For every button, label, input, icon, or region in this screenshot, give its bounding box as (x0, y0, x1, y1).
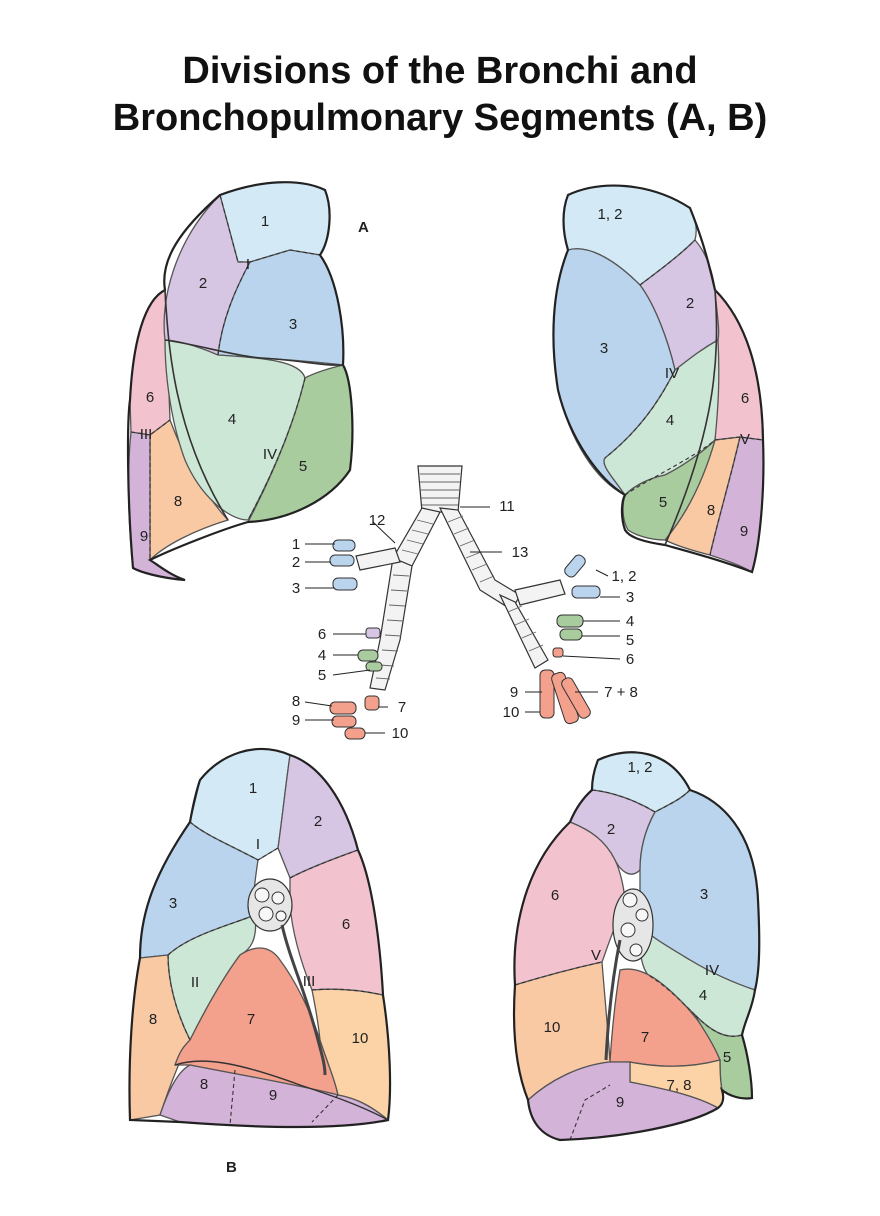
bronchial-tree: 1 2 3 6 4 5 8 9 7 10 12 11 13 1, 2 3 4 5… (292, 465, 638, 742)
left-upper-lobe-bronchus (514, 579, 566, 606)
label-br-r-3: 3 (292, 580, 300, 597)
label-br-r-7: 7 (398, 699, 406, 716)
label-br-l-12: 1, 2 (611, 568, 636, 585)
label-br-12: 12 (369, 512, 386, 529)
label-b-l-s10: 10 (544, 1019, 561, 1036)
label-a-l-s4: 4 (666, 412, 674, 429)
label-b-r-s8b: 8 (200, 1076, 208, 1093)
label-br-r-10: 10 (392, 725, 409, 742)
label-b-r-v2: II (191, 974, 199, 991)
left-lingular-segmental-bronchi (556, 614, 584, 641)
label-br-l-5: 5 (626, 632, 634, 649)
label-a-l-v4: IV (665, 365, 679, 382)
page-title: Divisions of the Bronchi and Bronchopulm… (0, 48, 880, 142)
right-middle-segmental-bronchi (357, 649, 383, 672)
label-b-l-s7: 7 (641, 1029, 649, 1046)
left-basal-segmental-bronchi (539, 669, 591, 725)
label-b-r-s3: 3 (169, 895, 177, 912)
label-a-l-s5: 5 (659, 494, 667, 511)
segment-5-inferior-lingular (622, 437, 717, 541)
label-b-l-s2: 2 (607, 821, 615, 838)
label-b-l-s6: 6 (551, 887, 559, 904)
label-br-r-1: 1 (292, 536, 300, 553)
title-line-2: Bronchopulmonary Segments (A, B) (112, 97, 768, 139)
right-upper-segmental-bronchi (329, 539, 358, 591)
label-a-r-s3: 3 (289, 316, 297, 333)
label-b-r-s7: 7 (247, 1011, 255, 1028)
label-a-l-s3: 3 (600, 340, 608, 357)
left-lower-lobe-bronchus (498, 593, 549, 669)
label-br-11: 11 (499, 498, 515, 515)
right-main-bronchus (392, 507, 441, 567)
panel-b-right-lung: 1 I 2 3 6 II III 8 7 10 8 9 (128, 747, 392, 1129)
label-br-r-2: 2 (292, 554, 300, 571)
label-br-r-8: 8 (292, 693, 300, 710)
label-br-r-4: 4 (318, 647, 326, 664)
panel-a-label: A (358, 219, 369, 236)
right-hilum (247, 878, 327, 1076)
label-br-l-4: 4 (626, 613, 634, 630)
label-b-l-s3: 3 (700, 886, 708, 903)
panel-a-right-lung: 1 I 2 3 6 III 4 IV 5 8 9 (126, 181, 354, 582)
segment-1-apical (219, 181, 331, 263)
panel-b-left-lung: 1, 2 2 6 3 V IV 4 10 7 5 7, 8 9 (512, 751, 761, 1142)
label-a-l-v5: V (740, 431, 750, 448)
label-a-l-s12: 1, 2 (597, 206, 622, 223)
label-br-l-10: 10 (503, 704, 520, 721)
label-b-l-s12: 1, 2 (627, 759, 652, 776)
label-b-r-s1: 1 (249, 780, 257, 797)
label-b-l-s5: 5 (723, 1049, 731, 1066)
label-a-r-v4: IV (263, 446, 277, 463)
label-b-r-s8: 8 (149, 1011, 157, 1028)
left-hilum (604, 888, 654, 1061)
label-br-l-9: 9 (510, 684, 518, 701)
left-upper-segmental-bronchi (564, 554, 601, 599)
label-b-r-v1: I (256, 836, 260, 853)
label-b-l-s78: 7, 8 (666, 1077, 691, 1094)
label-b-r-s6: 6 (342, 916, 350, 933)
label-b-r-s9: 9 (269, 1087, 277, 1104)
label-br-l-3: 3 (626, 589, 634, 606)
label-a-r-s2: 2 (199, 275, 207, 292)
label-br-l-6: 6 (626, 651, 634, 668)
label-a-r-s6: 6 (146, 389, 154, 406)
segment-6-superior (714, 288, 764, 441)
label-b-l-s9: 9 (616, 1094, 624, 1111)
label-b-r-s10: 10 (352, 1030, 369, 1047)
label-a-l-s8: 8 (707, 502, 715, 519)
label-br-l-78: 7 + 8 (604, 684, 638, 701)
title-line-1: Divisions of the Bronchi and (182, 50, 698, 92)
label-br-13: 13 (512, 544, 529, 561)
label-a-l-s9: 9 (740, 523, 748, 540)
label-a-r-s4: 4 (228, 411, 236, 428)
right-basal-segmental-bronchi (329, 695, 380, 740)
label-a-r-s5: 5 (299, 458, 307, 475)
left-bronchus-6 (552, 647, 564, 658)
label-a-l-s2: 2 (686, 295, 694, 312)
label-a-r-s8: 8 (174, 493, 182, 510)
label-b-l-s4: 4 (699, 987, 707, 1004)
left-main-bronchus (438, 507, 521, 611)
label-br-r-9: 9 (292, 712, 300, 729)
label-b-l-v4: IV (705, 962, 719, 979)
right-bronchus-6 (365, 627, 381, 639)
label-b-r-v3: III (303, 973, 316, 990)
label-a-r-v3: III (140, 426, 153, 443)
label-br-r-5: 5 (318, 667, 326, 684)
right-upper-lobe-bronchus (355, 547, 401, 571)
panel-b-label: B (226, 1159, 237, 1176)
label-b-l-v5: V (591, 947, 601, 964)
label-b-r-s2: 2 (314, 813, 322, 830)
label-a-r-s1: 1 (261, 213, 269, 230)
panel-a-left-lung: 1, 2 2 3 IV 4 6 V 5 8 9 (552, 184, 765, 574)
label-a-r-s9: 9 (140, 528, 148, 545)
label-a-r-v1: I (246, 256, 250, 273)
label-a-l-s6: 6 (741, 390, 749, 407)
label-br-r-6: 6 (318, 626, 326, 643)
